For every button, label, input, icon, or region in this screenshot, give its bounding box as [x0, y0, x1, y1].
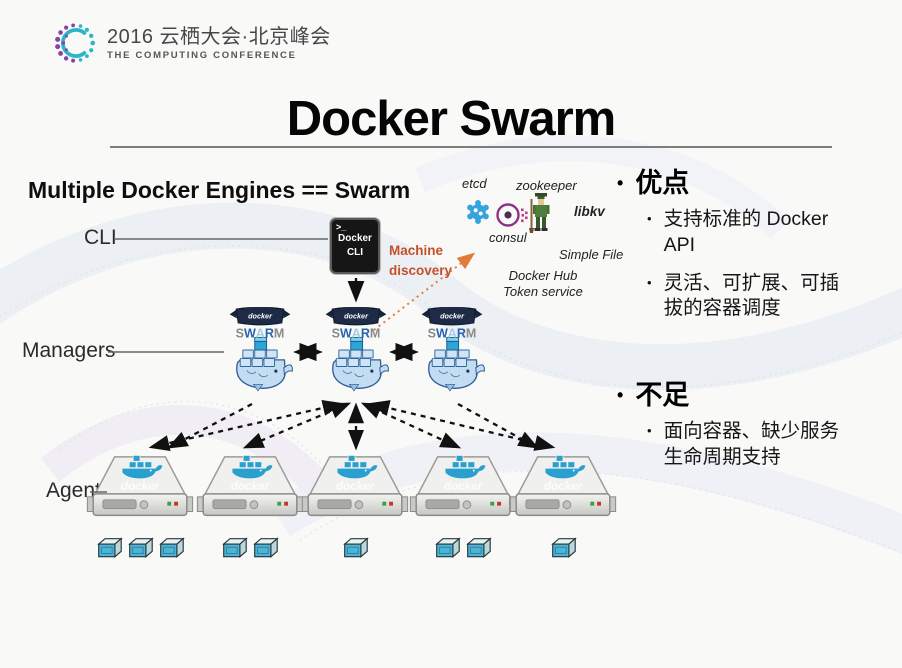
container-cube-icon: [252, 535, 279, 564]
pros-title-row: • 优点: [617, 168, 899, 199]
container-cube-icon: [158, 535, 185, 564]
manager-agent-dashed-arrows: [148, 399, 556, 452]
agent-server: [408, 453, 518, 565]
container-row: [408, 535, 518, 565]
container-cube-icon: [127, 535, 154, 564]
consul-icon: [494, 200, 530, 230]
zookeeper-label: zookeeper: [516, 178, 577, 193]
docker-server-icon: [408, 453, 518, 531]
cli-row-label: CLI: [84, 226, 117, 249]
conference-name: 2016 云栖大会·北京峰会: [107, 25, 331, 48]
cons-block: • 不足 • 面向容器、缺少服务生命周期支持: [617, 380, 899, 471]
notes-column: • 优点 • 支持标准的 Docker API • 灵活、可扩展、可插拔的容器调…: [617, 168, 899, 483]
pros-item: 支持标准的 Docker API: [663, 208, 829, 256]
container-row: [508, 535, 618, 565]
cons-list: • 面向容器、缺少服务生命周期支持: [647, 419, 899, 470]
title-divider: [110, 146, 832, 148]
bullet-icon: •: [647, 211, 652, 227]
pros-block: • 优点 • 支持标准的 Docker API • 灵活、可扩展、可插拔的容器调…: [617, 168, 899, 322]
etcd-label: etcd: [462, 176, 487, 191]
diagram-heading: Multiple Docker Engines == Swarm: [28, 177, 411, 204]
cons-title-row: • 不足: [617, 380, 899, 411]
conference-logo: 2016 云栖大会·北京峰会 THE COMPUTING CONFERENCE: [52, 20, 331, 66]
container-cube-icon: [550, 535, 577, 564]
container-cube-icon: [465, 535, 492, 564]
pros-item: 灵活、可扩展、可插拔的容器调度: [663, 271, 840, 320]
consul-label: consul: [489, 230, 527, 245]
docker-server-icon: [300, 453, 410, 531]
swarm-manager-icon: [419, 297, 485, 403]
agent-server: [300, 453, 410, 565]
agent-server: [195, 453, 305, 565]
docker-hub-token-service-label: Docker Hub Token service: [503, 268, 583, 299]
docker-server-icon: [508, 453, 618, 531]
cons-title: 不足: [635, 379, 690, 410]
conference-logo-text: 2016 云栖大会·北京峰会 THE COMPUTING CONFERENCE: [107, 26, 331, 61]
agent-server: [508, 453, 618, 565]
simple-file-label: Simple File: [559, 247, 624, 262]
container-cube-icon: [342, 535, 369, 564]
conference-sphere-icon: [52, 20, 98, 66]
list-item: • 灵活、可扩展、可插拔的容器调度: [647, 271, 899, 322]
page-title: Docker Swarm: [286, 91, 616, 146]
agent-server: [85, 453, 195, 565]
conference-subtitle: THE COMPUTING CONFERENCE: [107, 49, 297, 61]
swarm-manager-icon: [227, 297, 293, 403]
container-row: [195, 535, 305, 565]
bullet-icon: •: [647, 423, 652, 439]
docker-server-icon: [195, 453, 305, 531]
container-cube-icon: [221, 535, 248, 564]
container-row: [85, 535, 195, 565]
pros-list: • 支持标准的 Docker API • 灵活、可扩展、可插拔的容器调度: [647, 207, 899, 322]
cli-box-line2: CLI: [346, 246, 364, 258]
bullet-icon: •: [617, 384, 624, 405]
bullet-icon: •: [647, 274, 652, 290]
swarm-manager-icon: [323, 297, 389, 403]
container-cube-icon: [96, 535, 123, 564]
zookeeper-icon: [528, 192, 554, 234]
etcd-icon: [465, 199, 491, 225]
pros-title: 优点: [635, 168, 690, 198]
cli-box-line1: Docker: [338, 233, 372, 244]
container-row: [300, 535, 410, 565]
cons-item: 面向容器、缺少服务生命周期支持: [663, 420, 840, 468]
list-item: • 支持标准的 Docker API: [647, 207, 899, 258]
list-item: • 面向容器、缺少服务生命周期支持: [647, 419, 899, 470]
managers-row-label: Managers: [22, 339, 116, 362]
docker-server-icon: [85, 453, 195, 531]
terminal-prompt: >_: [336, 222, 347, 232]
docker-cli-terminal-icon: >_ Docker CLI: [330, 218, 380, 274]
bullet-icon: •: [617, 173, 624, 193]
container-cube-icon: [434, 535, 461, 564]
machine-discovery-label: Machine discovery: [389, 243, 453, 278]
libkv-label: libkv: [574, 204, 605, 219]
